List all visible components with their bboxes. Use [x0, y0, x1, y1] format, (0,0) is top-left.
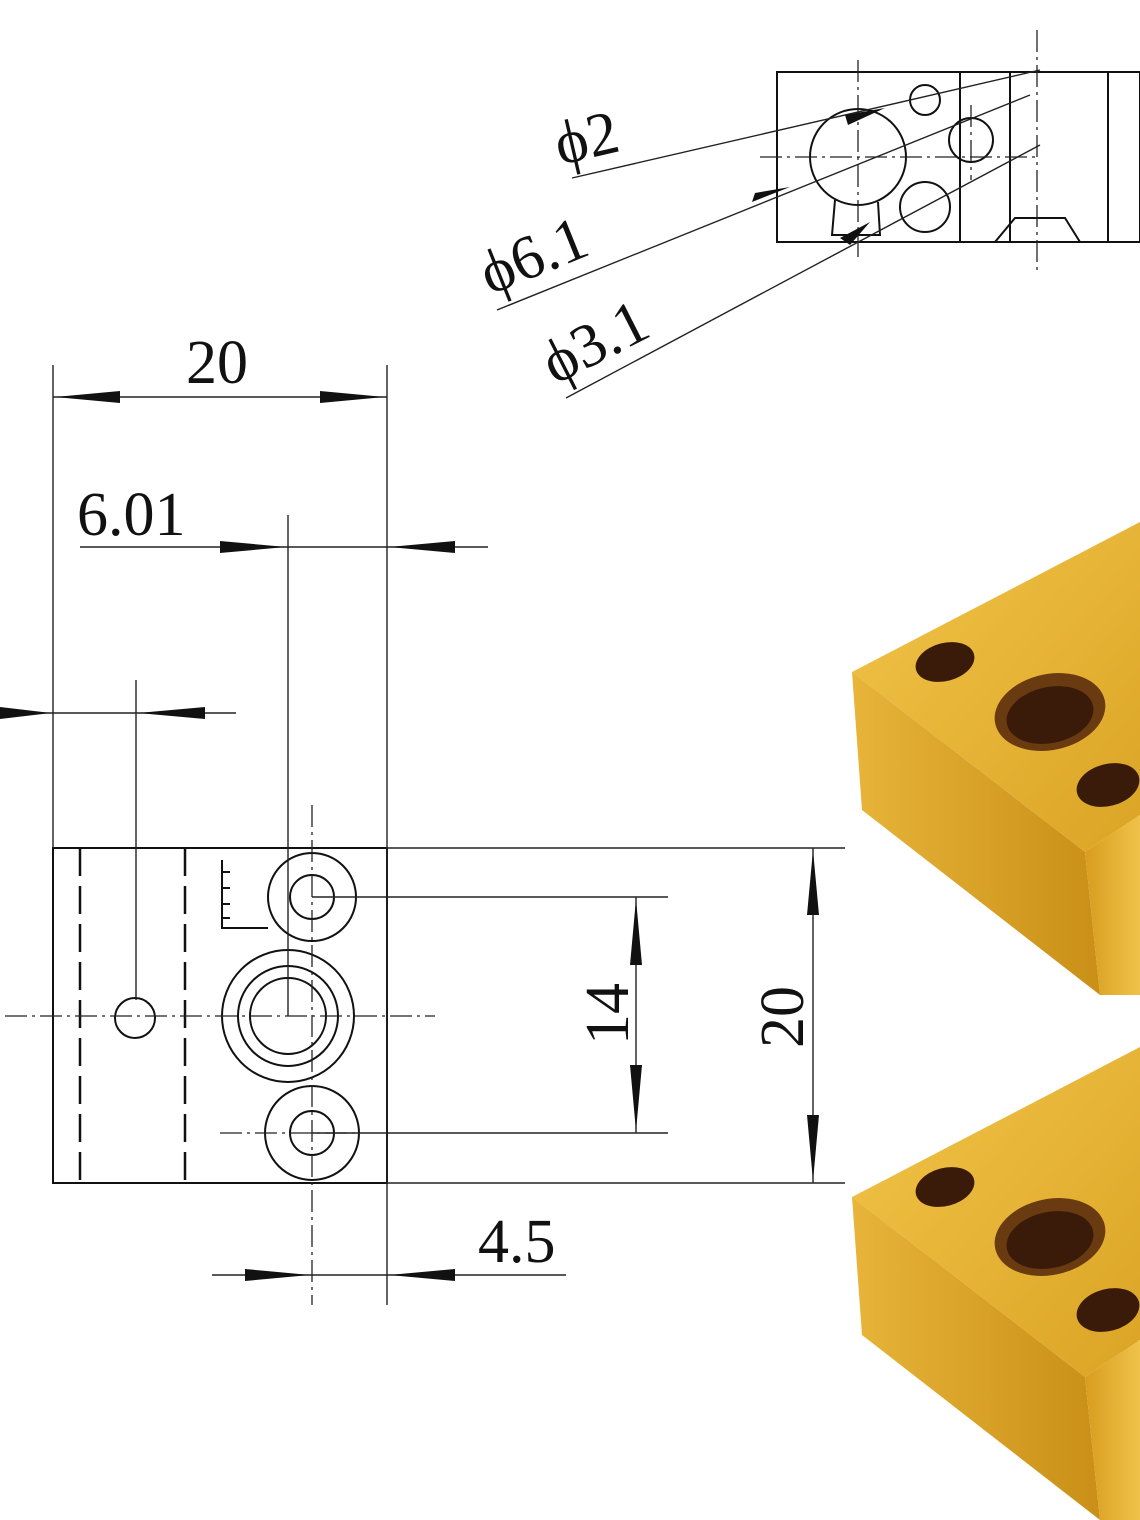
label-width-20: 20 — [186, 329, 248, 397]
label-height-20: 20 — [749, 986, 817, 1048]
label-offset-4-5: 4.5 — [478, 1208, 556, 1276]
label-phi-2: ϕ2 — [548, 98, 625, 179]
hole-3-1 — [899, 181, 951, 233]
heater-block-photo-2 — [852, 1047, 1140, 1520]
thermistor-hole — [114, 997, 156, 1039]
heater-block-photo-1 — [852, 522, 1140, 995]
front-view: 20 6.01 14 20 4.5 — [0, 329, 845, 1305]
label-spacing-14: 14 — [574, 983, 642, 1045]
label-offset-6-01: 6.01 — [77, 481, 186, 549]
hole-2 — [909, 84, 941, 116]
side-view: ϕ2 ϕ6.1 ϕ3.1 — [470, 30, 1140, 399]
label-phi-3-1: ϕ3.1 — [530, 287, 659, 398]
label-phi-6-1: ϕ6.1 — [470, 204, 598, 308]
